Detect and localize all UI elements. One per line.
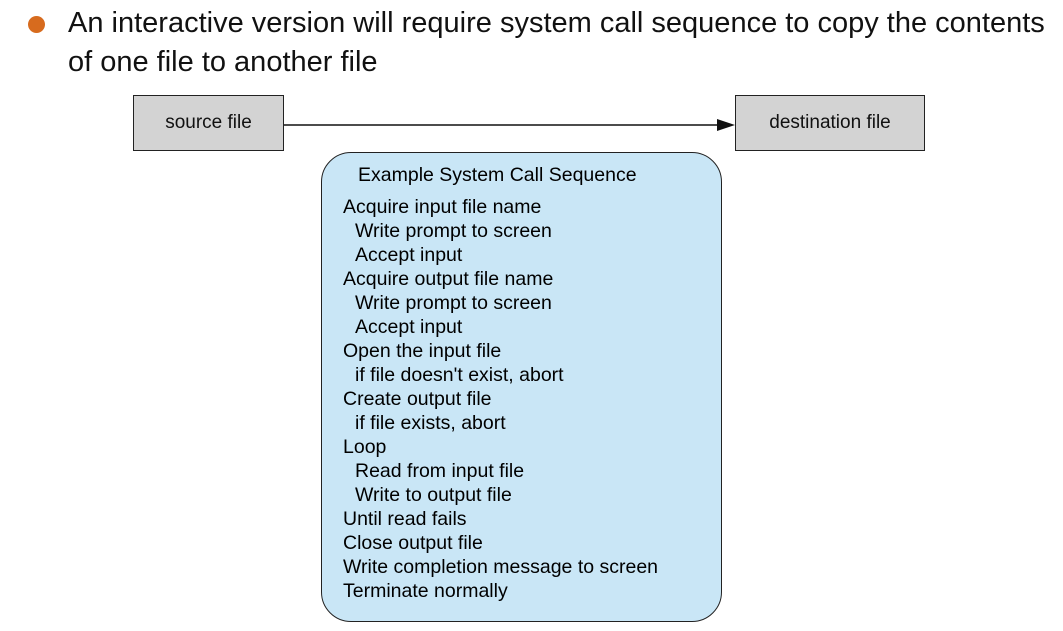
sequence-step: if file doesn't exist, abort [355, 364, 564, 386]
sequence-step: Write to output file [355, 484, 512, 506]
sequence-step: Open the input file [343, 340, 502, 362]
sequence-step: Close output file [343, 532, 483, 554]
copy-arrowhead [717, 119, 735, 131]
sequence-title: Example System Call Sequence [358, 164, 637, 186]
sequence-step: Create output file [343, 388, 492, 410]
bullet-text: An interactive version will require syst… [68, 7, 1045, 78]
source-file-box: source file [133, 95, 284, 151]
system-call-sequence-panel: Example System Call Sequence Acquire inp… [321, 152, 722, 622]
bullet-marker [28, 16, 45, 33]
source-file-label: source file [165, 112, 252, 133]
sequence-step: Loop [343, 436, 387, 458]
sequence-step: Acquire output file name [343, 268, 554, 290]
destination-file-box: destination file [735, 95, 925, 151]
sequence-step: if file exists, abort [355, 412, 506, 434]
sequence-step: Until read fails [343, 508, 467, 530]
sequence-step: Terminate normally [343, 580, 508, 602]
sequence-step: Write prompt to screen [355, 292, 552, 314]
sequence-step: Accept input [355, 316, 463, 338]
sequence-step: Read from input file [355, 460, 525, 482]
sequence-step: Write prompt to screen [355, 220, 552, 242]
sequence-step: Acquire input file name [343, 196, 542, 218]
sequence-step: Write completion message to screen [343, 556, 659, 578]
destination-file-label: destination file [769, 112, 891, 133]
sequence-step: Accept input [355, 244, 463, 266]
